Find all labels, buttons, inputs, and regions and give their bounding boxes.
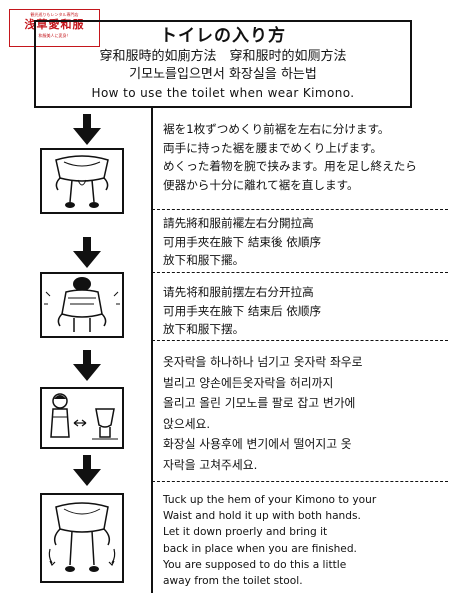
step-text-simplified-chinese: 请先将和服前摆左右分开拉高 可用手夹在腋下 结束后 依顺序 放下和服下摆。 [163, 283, 448, 339]
step-text-korean: 옷자락을 하나하나 넘기고 옷자락 좌우로 벌리고 양손에든옷자락을 허리까지 … [163, 352, 448, 475]
text-line: Let it down proerly and bring it [163, 526, 328, 539]
text-line: back in place when you are finished. [163, 542, 357, 555]
text-line: 放下和服下摆。 [163, 322, 245, 336]
illustration-lift-hem [40, 148, 124, 214]
title-korean: 기모노를입으면서 화장실을 하는법 [129, 67, 317, 82]
divider-dashed [152, 481, 448, 482]
text-line: 両手に持った裾を腰までめくり上げます。 [163, 140, 383, 155]
step-text-traditional-chinese: 請先將和服前襬左右分開拉高 可用手夾在腋下 結束後 依順序 放下和服下擺。 [163, 214, 448, 270]
text-line: 앉으세요. [163, 416, 211, 431]
text-line: 请先将和服前摆左右分开拉高 [163, 285, 314, 299]
title-chinese: 穿和服時的如廁方法 穿和服时的如厕方法 [99, 49, 347, 64]
down-arrow-icon [73, 114, 101, 145]
logo-tagline-top: 観光巡りもレンタル専門店 [30, 12, 79, 17]
step-text-english: Tuck up the hem of your Kimono to your W… [163, 492, 448, 589]
divider-dashed [152, 340, 448, 341]
divider-dashed [152, 209, 448, 210]
page-title: トイレの入り方 [160, 26, 286, 46]
title-box: トイレの入り方 穿和服時的如廁方法 穿和服时的如厕方法 기모노를입으면서 화장실… [34, 20, 412, 108]
text-line: 벌리고 양손에든옷자락을 허리까지 [163, 375, 334, 390]
down-arrow-icon [73, 350, 101, 381]
text-line: 裾を1枚ずつめくり前裾を左右に分けます。 [163, 122, 390, 136]
text-line: You are supposed to do this a little [163, 558, 347, 571]
text-line: 올리고 올린 기모노를 팔로 잡고 변가에 [163, 396, 356, 410]
text-line: Waist and hold it up with both hands. [163, 510, 361, 523]
down-arrow-icon [73, 237, 101, 268]
illustration-toilet [40, 387, 124, 449]
text-line: めくった着物を腕で挟みます。用を足し終えたら [163, 159, 417, 173]
text-line: 可用手夾在腋下 結束後 依順序 [163, 234, 322, 249]
text-line: 화장실 사용후에 변기에서 떨어지고 옷 [163, 437, 352, 451]
text-line: away from the toilet stool. [163, 575, 303, 588]
text-line: Tuck up the hem of your Kimono to your [163, 494, 377, 506]
illustration-hold-hem [40, 272, 124, 338]
divider-dashed [152, 272, 448, 273]
title-english: How to use the toilet when wear Kimono. [91, 86, 355, 100]
divider-vertical [151, 108, 153, 593]
text-line: 請先將和服前襬左右分開拉高 [163, 216, 314, 230]
text-line: 可用手夹在腋下 结束后 依顺序 [163, 303, 322, 318]
step-text-japanese: 裾を1枚ずつめくり前裾を左右に分けます。 両手に持った裾を腰までめくり上げます。… [163, 120, 448, 194]
text-line: 옷자락을 하나하나 넘기고 옷자락 좌우로 [163, 355, 363, 369]
text-line: 便器から十分に離れて裾を直します。 [163, 177, 359, 192]
text-line: 放下和服下擺。 [163, 253, 245, 267]
text-line: 자락을 고쳐주세요. [163, 457, 258, 472]
logo-tagline-bottom: 和服美人に変身！ [38, 33, 71, 38]
illustration-fix-hem [40, 493, 124, 583]
down-arrow-icon [73, 455, 101, 486]
